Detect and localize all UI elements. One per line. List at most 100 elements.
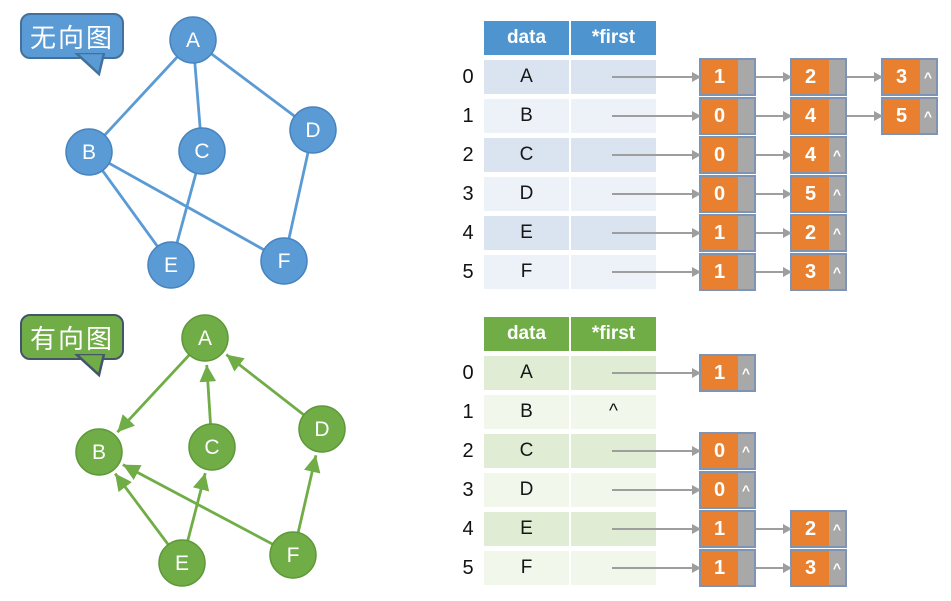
list-node-value: 1 (701, 60, 738, 94)
graph-node-label-D: D (305, 119, 320, 142)
row-index: 2 (462, 439, 474, 462)
cell-data: D (484, 177, 569, 211)
list-node: 0^ (699, 471, 756, 509)
list-node-value: 4 (792, 138, 829, 172)
bubble-tail-icon (74, 53, 106, 77)
row-index: 3 (462, 182, 474, 205)
list-node-value: 1 (701, 356, 738, 390)
list-node-value: 3 (883, 60, 920, 94)
list-node: 2^ (790, 214, 847, 252)
list-node-next-slot: ^ (920, 60, 936, 94)
list-node: 5^ (790, 175, 847, 213)
row-index: 4 (462, 221, 474, 244)
pointer-arrow-icon (756, 111, 792, 121)
list-node: 3^ (790, 253, 847, 291)
list-node-next-slot: ^ (829, 177, 845, 211)
cell-data: A (484, 60, 569, 94)
graph-node-label-A: A (198, 327, 212, 350)
pointer-arrow-icon (612, 446, 701, 456)
graph-node-A (169, 16, 217, 64)
cell-data: E (484, 216, 569, 250)
row-index: 2 (462, 143, 474, 166)
cell-data: C (484, 138, 569, 172)
list-node: 5^ (881, 97, 938, 135)
cell-data: D (484, 473, 569, 507)
list-node: 1 (699, 58, 756, 96)
list-node-next-slot: ^ (829, 255, 845, 289)
graph-node-label-B: B (92, 441, 106, 464)
list-node-value: 3 (792, 255, 829, 289)
list-node-next-slot (738, 551, 754, 585)
graph-node-F (260, 237, 308, 285)
list-node-next-slot: ^ (829, 216, 845, 250)
list-node-value: 3 (792, 551, 829, 585)
list-node: 1 (699, 214, 756, 252)
list-node: 4 (790, 97, 847, 135)
pointer-arrow-icon (847, 111, 883, 121)
undirected-graph-bubble: 无向图 (20, 13, 124, 77)
pointer-arrow-icon (612, 267, 701, 277)
cell-data: B (484, 395, 569, 429)
list-node-value: 4 (792, 99, 829, 133)
cell-first: ^ (571, 395, 656, 429)
pointer-arrow-icon (756, 150, 792, 160)
graph-node-B (75, 428, 123, 476)
table-header-data: data (484, 21, 569, 55)
pointer-arrow-icon (612, 485, 701, 495)
list-node-value: 5 (792, 177, 829, 211)
graph-edge-F-B (122, 463, 294, 557)
table-header-first: *first (571, 21, 656, 55)
linked-list-chain: 1 3^ (612, 549, 847, 587)
graph-node-C (188, 423, 236, 471)
list-node-value: 0 (701, 177, 738, 211)
list-node-value: 2 (792, 512, 829, 546)
cell-data: A (484, 356, 569, 390)
list-node: 3^ (790, 549, 847, 587)
graph-node-D (289, 106, 337, 154)
row-index: 0 (462, 65, 474, 88)
pointer-arrow-icon (756, 228, 792, 238)
list-node: 1 (699, 510, 756, 548)
list-node-next-slot: ^ (829, 512, 845, 546)
linked-list-chain: 1 2^ (612, 510, 847, 548)
list-node-next-slot (829, 99, 845, 133)
list-node-next-slot (738, 177, 754, 211)
row-index: 1 (462, 104, 474, 127)
list-node: 2^ (790, 510, 847, 548)
list-node-next-slot (738, 255, 754, 289)
list-node-next-slot (738, 60, 754, 94)
list-node-value: 2 (792, 60, 829, 94)
list-node-value: 2 (792, 216, 829, 250)
list-node: 1 (699, 549, 756, 587)
pointer-arrow-icon (847, 72, 883, 82)
list-node: 0 (699, 97, 756, 135)
list-node-next-slot (738, 512, 754, 546)
list-node-value: 0 (701, 473, 738, 507)
directed-graph-bubble: 有向图 (20, 314, 124, 378)
list-node: 4^ (790, 136, 847, 174)
graph-node-E (147, 241, 195, 289)
list-node-value: 1 (701, 216, 738, 250)
row-index: 1 (462, 400, 474, 423)
graph-node-label-C: C (194, 140, 209, 163)
graph-edge-A-B (87, 39, 195, 153)
list-node-value: 1 (701, 255, 738, 289)
list-node-next-slot: ^ (829, 138, 845, 172)
list-node: 2 (790, 58, 847, 96)
graph-node-label-D: D (314, 418, 329, 441)
pointer-arrow-icon (756, 524, 792, 534)
list-node-next-slot (738, 138, 754, 172)
graph-node-B (65, 128, 113, 176)
list-node-value: 1 (701, 512, 738, 546)
row-index: 4 (462, 517, 474, 540)
table-header-data: data (484, 317, 569, 351)
cell-data: F (484, 551, 569, 585)
row-index: 3 (462, 478, 474, 501)
linked-list-chain: 0^ (612, 471, 756, 509)
bubble-tail-icon (74, 354, 106, 378)
linked-list-chain: 1 2^ (612, 214, 847, 252)
graph-node-label-A: A (186, 29, 200, 52)
graph-node-label-C: C (204, 436, 219, 459)
